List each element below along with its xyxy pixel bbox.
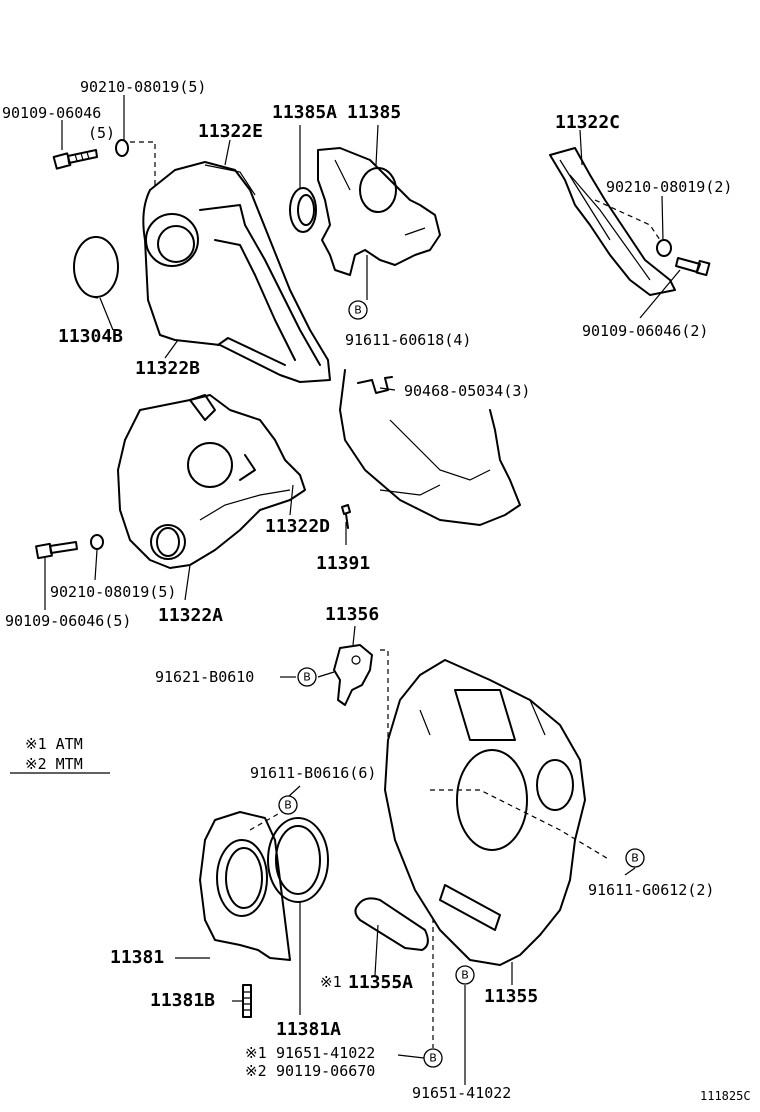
clip-90468 [357, 376, 393, 394]
mark-91651-left: ※1 [245, 1044, 267, 1062]
label-90109-06046-right: 90109-06046(2) [582, 322, 708, 340]
b-marker-1: B [348, 300, 368, 320]
label-90210-08019-mid: 90210-08019(5) [50, 583, 176, 601]
label-11381: 11381 [110, 947, 164, 968]
label-91621-B0610: 91621-B0610 [155, 668, 254, 686]
stud-11381B [242, 984, 252, 1018]
label-91611-B0616: 91611-B0616(6) [250, 764, 376, 782]
b-marker-text: B [461, 969, 469, 982]
label-90210-08019-right: 90210-08019(2) [606, 178, 732, 196]
b-marker-text: B [631, 852, 639, 865]
bracket-11356 [333, 644, 373, 706]
label-91611-G0612: 91611-G0612(2) [588, 881, 714, 899]
label-11355: 11355 [484, 986, 538, 1007]
label-11385A: 11385A [272, 102, 337, 123]
label-11381A: 11381A [276, 1019, 341, 1040]
label-90109-06046-top: 90109-06046 [2, 104, 101, 122]
end-plate-11355 [384, 659, 586, 966]
leader-dash-retainer [249, 809, 286, 831]
label-11355A: 11355A [348, 972, 413, 993]
label-90109-06046-mid: 90109-06046(5) [5, 612, 131, 630]
seal-11385A [289, 187, 317, 233]
seal-11381A [267, 817, 329, 903]
b-marker-2: B [297, 667, 317, 687]
leader-dash-11356 [380, 649, 389, 740]
b-marker-6: B [423, 1048, 443, 1068]
bolt-90109-right [675, 257, 711, 277]
b-marker-text: B [354, 304, 362, 317]
cover-11322C [549, 147, 676, 296]
note-atm: ※1 ATM [25, 735, 83, 753]
label-91611-60618: 91611-60618(4) [345, 331, 471, 349]
bolt-90109-mid [35, 541, 78, 560]
label-11322C: 11322C [555, 112, 620, 133]
label-11304B: 11304B [58, 326, 123, 347]
label-90210-08019-top: 90210-08019(5) [80, 78, 206, 96]
label-11381B: 11381B [150, 990, 215, 1011]
retainer-11381 [199, 811, 291, 961]
b-marker-3: B [278, 795, 298, 815]
note-mtm: ※2 MTM [25, 755, 83, 773]
b-marker-5: B [455, 965, 475, 985]
cover-plate-11355A [354, 897, 429, 951]
cover-11385 [317, 147, 441, 276]
engine-block-outline [339, 369, 521, 526]
label-91651-41022-left: 91651-41022 [276, 1044, 375, 1062]
leader-dash-plate [430, 789, 611, 861]
label-11322E: 11322E [198, 121, 263, 142]
cap-11304B [73, 236, 119, 299]
leader-lines [10, 95, 681, 1085]
timing-cover-lower [117, 394, 306, 569]
label-11322B: 11322B [135, 358, 200, 379]
pin-11391 [341, 504, 351, 529]
label-11356: 11356 [325, 604, 379, 625]
leader-dash-right [594, 199, 661, 241]
leader-dash-top [130, 141, 156, 185]
washer-90210-top [115, 139, 129, 157]
washer-90210-mid [90, 534, 104, 550]
label-11391: 11391 [316, 553, 370, 574]
label-90119-06670: 90119-06670 [276, 1062, 375, 1080]
mark-90119: ※2 [245, 1062, 267, 1080]
label-91651-41022-bottom: 91651-41022 [412, 1084, 511, 1102]
timing-cover-upper [142, 161, 331, 383]
label-90468-05034: 90468-05034(3) [404, 382, 530, 400]
label-11322A: 11322A [158, 605, 223, 626]
label-11322D: 11322D [265, 516, 330, 537]
b-marker-text: B [284, 799, 292, 812]
label-90109-top-qty: (5) [88, 124, 115, 142]
b-marker-text: B [303, 671, 311, 684]
diagram-code: 111825C [700, 1089, 751, 1103]
bolt-90109-top [52, 149, 98, 170]
washer-90210-right [656, 239, 672, 257]
b-marker-4: B [625, 848, 645, 868]
label-11385: 11385 [347, 102, 401, 123]
mark-11355A: ※1 [320, 973, 342, 991]
b-marker-text: B [429, 1052, 437, 1065]
